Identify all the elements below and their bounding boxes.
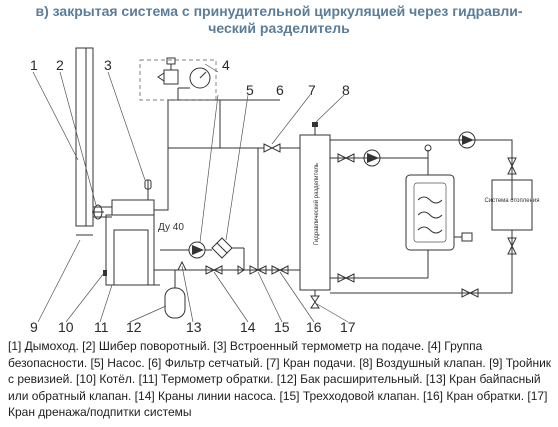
drain-valve — [310, 290, 320, 309]
callout-13: 13 — [186, 319, 202, 335]
callout-17: 17 — [340, 319, 356, 335]
dhw-circuit-pump — [363, 149, 381, 167]
callout-1: 1 — [30, 57, 38, 73]
callout-12: 12 — [126, 319, 142, 335]
air-valve — [312, 122, 318, 135]
diagram-title-line-2: ческий разделитель — [208, 20, 350, 36]
callout-5: 5 — [246, 82, 254, 98]
diagram-title: в) закрытая система с принудительной цир… — [0, 3, 558, 37]
callout-7: 7 — [308, 82, 316, 98]
callout-9: 9 — [30, 319, 38, 335]
return-valve — [271, 265, 289, 275]
legend-text: [1] Дымоход. [2] Шибер поворотный. [3] В… — [8, 339, 552, 419]
callout-4: 4 — [222, 57, 230, 73]
supply-valve — [263, 143, 281, 153]
callout-15: 15 — [274, 319, 290, 335]
callout-11: 11 — [94, 319, 109, 335]
callout-leaders — [32, 63, 349, 323]
callout-3: 3 — [104, 57, 112, 73]
supply-thermometer — [144, 179, 152, 200]
pump-line-valves — [205, 265, 245, 275]
callout-14: 14 — [240, 319, 256, 335]
dhw-storage-tank — [405, 174, 455, 251]
heating-circuit-pump — [458, 131, 476, 149]
dhw-valves — [337, 153, 355, 283]
chimney — [75, 47, 94, 236]
callout-8: 8 — [342, 82, 350, 98]
three-way-valve — [249, 148, 267, 275]
pipe-size-label: Ду 40 — [158, 222, 184, 233]
separator-label: Гидравлический разделитель — [313, 163, 320, 245]
expansion-tank — [164, 270, 186, 319]
callout-10: 10 — [58, 319, 74, 335]
callout-16: 16 — [306, 319, 322, 335]
dhw-thermostat — [454, 232, 473, 242]
heating-scheme-diagram: Гидравлический разделитель Ду 40 — [30, 47, 540, 335]
boiler-pump — [188, 241, 206, 259]
callout-6: 6 — [276, 82, 284, 98]
hydraulic-separator: Гидравлический разделитель — [299, 134, 331, 291]
heating-valves — [461, 157, 517, 298]
safety-group — [139, 57, 217, 101]
boiler — [103, 199, 160, 286]
rotary-damper — [92, 204, 104, 220]
strainer-filter — [211, 237, 233, 259]
heating-system-label: Система отопления — [484, 198, 539, 204]
diagram-title-line-1: в) закрытая система с принудительной цир… — [35, 3, 523, 19]
callout-2: 2 — [56, 57, 64, 73]
